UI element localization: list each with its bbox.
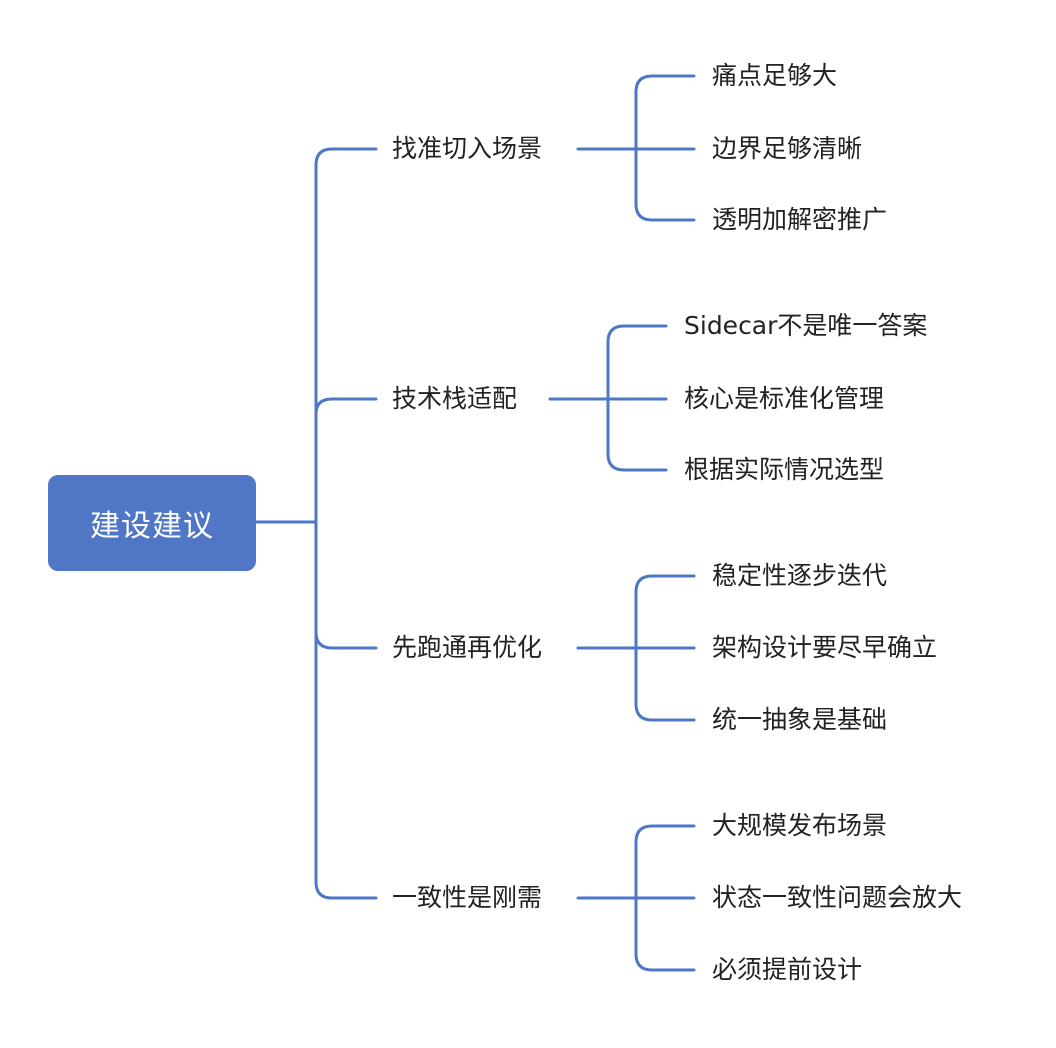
branch-connector-2 — [314, 397, 378, 416]
branch-label-3[interactable]: 先跑通再优化 — [392, 633, 543, 662]
root-label: 建设建议 — [90, 509, 214, 544]
branch-label-4[interactable]: 一致性是刚需 — [392, 883, 543, 912]
leaf-label-3-3[interactable]: 统一抽象是基础 — [712, 705, 888, 734]
leaf-label-2-3[interactable]: 根据实际情况选型 — [684, 455, 885, 484]
leaf-label-3-1[interactable]: 稳定性逐步迭代 — [712, 561, 888, 590]
leaf-label-3-2[interactable]: 架构设计要尽早确立 — [712, 633, 938, 662]
leaf-label-1-1[interactable]: 痛点足够大 — [712, 61, 838, 90]
branch-connector-3 — [314, 630, 378, 650]
leaf-label-1-2[interactable]: 边界足够清晰 — [712, 134, 863, 163]
branch-label-1[interactable]: 找准切入场景 — [392, 134, 543, 163]
leaf-label-2-1[interactable]: Sidecar不是唯一答案 — [684, 311, 928, 340]
leaf-label-4-1[interactable]: 大规模发布场景 — [712, 811, 888, 840]
leaf-label-1-3[interactable]: 透明加解密推广 — [712, 205, 888, 234]
leaf-label-4-2[interactable]: 状态一致性问题会放大 — [712, 883, 963, 912]
trunk-connector — [314, 147, 378, 900]
leaf-label-2-2[interactable]: 核心是标准化管理 — [684, 384, 885, 413]
leaf-label-4-3[interactable]: 必须提前设计 — [712, 955, 863, 984]
root-node[interactable]: 建设建议 — [48, 475, 256, 571]
branch-label-2[interactable]: 技术栈适配 — [392, 384, 518, 413]
